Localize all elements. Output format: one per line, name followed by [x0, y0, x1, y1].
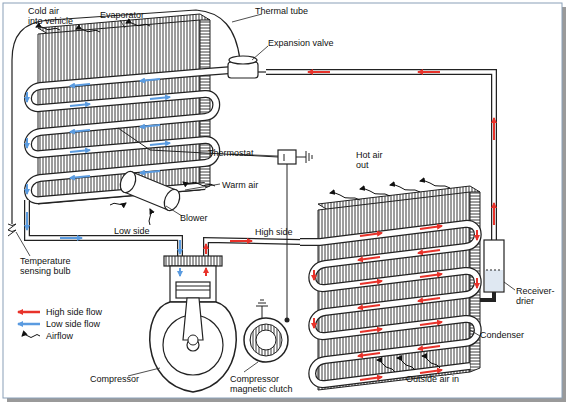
legend-text: Airflow	[46, 331, 73, 341]
expansion-valve	[228, 56, 266, 78]
leader-lines	[16, 14, 515, 376]
part-label: Thermostat	[208, 148, 254, 158]
suction-line-outline	[27, 200, 180, 256]
part-label: Outside air in	[406, 374, 459, 384]
thermostat	[118, 128, 312, 323]
legend-samples	[18, 312, 40, 338]
part-label: Expansion valve	[268, 38, 334, 48]
discharge-line	[206, 240, 300, 256]
condenser-tube	[300, 224, 478, 384]
compressor	[150, 256, 236, 392]
sensing-bulb	[8, 224, 16, 236]
part-label: Condenser	[480, 330, 524, 340]
evaporator	[27, 14, 232, 204]
legend-text: Low side flow	[46, 319, 100, 329]
high-side-sample	[18, 311, 40, 314]
blower	[117, 169, 182, 213]
part-label: Hot air out	[356, 150, 392, 170]
part-label: Thermal tube	[255, 6, 308, 16]
thermal-tube	[12, 10, 240, 224]
suction-flow-arrows	[27, 212, 180, 254]
part-label: Cold air into vehicle	[28, 6, 75, 26]
airflow-arrows	[36, 22, 450, 372]
part-label: Evaporator	[100, 10, 144, 20]
suction-line	[27, 200, 180, 256]
condenser-flow-arrows	[314, 226, 477, 380]
part-label: Compressor magnetic clutch	[230, 374, 310, 394]
low-side-flow-arrows	[27, 79, 170, 194]
part-label: Blower	[180, 213, 208, 223]
airflow-sample	[22, 335, 40, 338]
part-label: Receiver-drier	[516, 286, 558, 306]
discharge-flow-arrows	[206, 241, 252, 254]
part-label: Warm air	[222, 180, 258, 190]
part-label: Low side	[114, 226, 150, 236]
part-label: Temperature sensing bulb	[20, 256, 78, 276]
evaporator-tube-outline	[28, 70, 232, 200]
frame	[3, 3, 562, 398]
evaporator-tube	[28, 70, 232, 200]
condenser	[300, 186, 480, 390]
legend-text: High side flow	[46, 307, 102, 317]
part-label: Compressor	[90, 374, 139, 384]
discharge-line-outline	[206, 240, 300, 256]
part-label: High side	[255, 227, 293, 237]
low-side-sample	[18, 323, 40, 326]
magnetic-clutch	[244, 300, 288, 362]
condenser-tube-outline	[300, 224, 478, 384]
